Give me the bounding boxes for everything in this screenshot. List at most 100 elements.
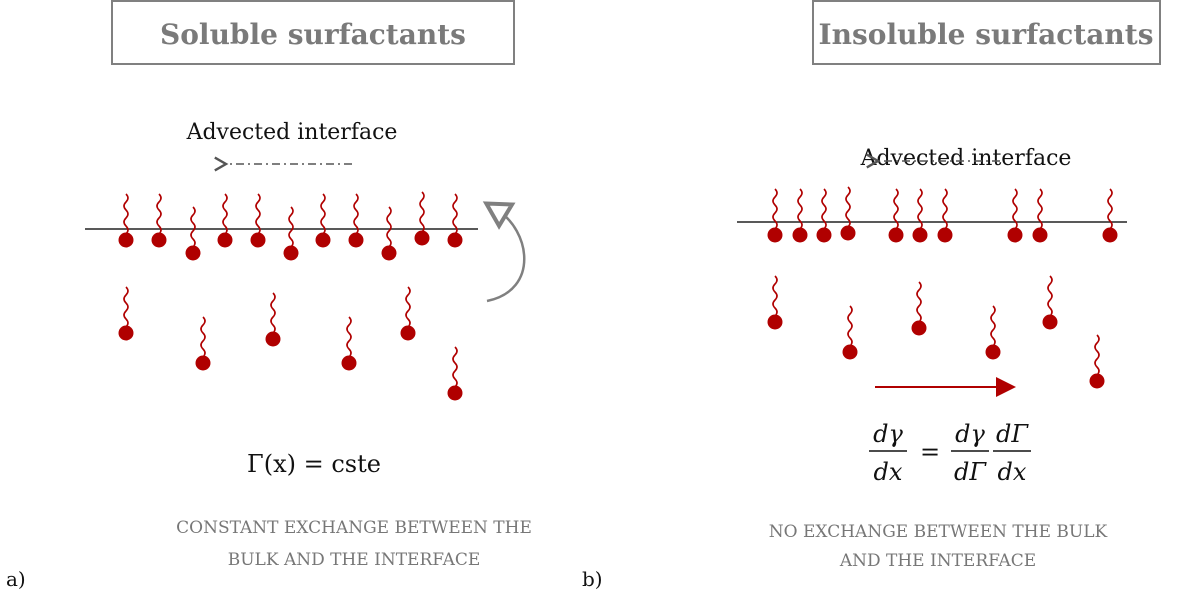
surfactant-interface-b xyxy=(912,188,928,243)
surfactant-tail xyxy=(190,206,196,248)
surfactant-head xyxy=(937,227,953,243)
title-box-insoluble xyxy=(812,0,1161,65)
surfactant-head xyxy=(985,344,1001,360)
surfactant-head xyxy=(816,227,832,243)
surfactant-head xyxy=(912,227,928,243)
surfactant-head xyxy=(341,355,357,371)
title-soluble: Soluble surfactants xyxy=(160,18,466,51)
eq-b-lhs-den: dx xyxy=(874,458,903,486)
surfactant-interface-a xyxy=(447,193,463,248)
surfactant-head xyxy=(447,385,463,401)
surfactant-tail xyxy=(893,188,899,230)
title-insoluble: Insoluble surfactants xyxy=(819,18,1154,51)
surfactant-interface-a xyxy=(414,191,430,246)
surfactant-interface-b xyxy=(767,188,783,243)
title-box-soluble xyxy=(111,0,515,65)
surfactant-tail xyxy=(917,188,923,230)
surfactant-head xyxy=(195,355,211,371)
surfactant-head xyxy=(283,245,299,261)
surfactant-head xyxy=(888,227,904,243)
surfactant-interface-b xyxy=(1102,188,1118,243)
surfactant-tail xyxy=(320,193,326,235)
surfactant-tail xyxy=(845,186,851,228)
surfactant-interface-a xyxy=(348,193,364,248)
surfactant-interface-b xyxy=(840,186,856,241)
surfactant-head xyxy=(400,325,416,341)
surfactant-tail xyxy=(123,286,129,328)
eq-b-lhs-num: dγ xyxy=(873,420,903,448)
eq-b-r1-num: dγ xyxy=(955,420,985,448)
surfactant-tail xyxy=(222,193,228,235)
subtitle-advected-a: Advected interface xyxy=(186,120,398,145)
surfactant-interface-a xyxy=(315,193,331,248)
surfactant-tail xyxy=(123,193,129,235)
surfactant-tail xyxy=(1012,188,1018,230)
eq-b-r2-den: dx xyxy=(998,458,1027,486)
surfactant-tail xyxy=(1037,188,1043,230)
eq-b-r1-den: dΓ xyxy=(954,458,987,486)
surfactant-head xyxy=(348,232,364,248)
surfactant-head xyxy=(1089,373,1105,389)
surfactant-tail xyxy=(1047,275,1053,317)
surfactant-tail xyxy=(1094,334,1100,376)
surfactant-bulk-a xyxy=(118,286,134,341)
equation-a-text: Γ(x) = cste xyxy=(247,450,381,478)
surfactant-head xyxy=(1042,314,1058,330)
surfactant-interface-b xyxy=(1032,188,1048,243)
panel-label-b: b) xyxy=(582,567,603,591)
surfactant-head xyxy=(265,331,281,347)
surfactant-interface-b xyxy=(792,188,808,243)
equation-a: Γ(x) = cste xyxy=(247,450,381,478)
surfactant-tail xyxy=(916,281,922,323)
surfactant-bulk-a xyxy=(265,292,281,347)
caption-a-line2: BULK AND THE INTERFACE xyxy=(228,550,481,570)
surfactant-tail xyxy=(353,193,359,235)
surfactant-head xyxy=(767,314,783,330)
surfactant-tail xyxy=(386,206,392,248)
surfactant-head xyxy=(792,227,808,243)
surfactant-interface-a xyxy=(185,206,201,261)
surfactant-tail xyxy=(255,193,261,235)
surfactant-head xyxy=(1007,227,1023,243)
surfactant-tail xyxy=(270,292,276,334)
surfactant-head xyxy=(118,325,134,341)
surfactant-bulk-a xyxy=(195,316,211,371)
surfactant-bulk-b xyxy=(985,305,1001,360)
surfactant-interface-b xyxy=(937,188,953,243)
caption-a-line1: CONSTANT EXCHANGE BETWEEN THE xyxy=(176,518,532,538)
surfactant-head xyxy=(118,232,134,248)
surfactant-head xyxy=(381,245,397,261)
surfactant-bulk-a xyxy=(400,286,416,341)
surfactant-bulk-b xyxy=(842,305,858,360)
surfactant-head xyxy=(315,232,331,248)
equation-b: dγ dx = dγ dΓ dΓ dx xyxy=(869,420,1031,486)
surfactant-head xyxy=(767,227,783,243)
surfactant-tail xyxy=(156,193,162,235)
surfactant-bulk-b xyxy=(1089,334,1105,389)
surfactant-interface-b xyxy=(888,188,904,243)
subtitle-advected-b: Advected interface xyxy=(860,146,1072,171)
surfactant-bulk-b xyxy=(1042,275,1058,330)
surfactant-tail xyxy=(821,188,827,230)
surfactant-interface-a xyxy=(151,193,167,248)
eq-b-equals: = xyxy=(920,438,940,466)
surfactant-tail xyxy=(405,286,411,328)
caption-b-line2: AND THE INTERFACE xyxy=(839,551,1036,571)
surfactant-head xyxy=(842,344,858,360)
surfactant-head xyxy=(250,232,266,248)
surfactant-tail xyxy=(1107,188,1113,230)
surfactant-bulk-a xyxy=(447,346,463,401)
surfactant-interface-b xyxy=(816,188,832,243)
surfactant-interface-a xyxy=(381,206,397,261)
surfactant-head xyxy=(151,232,167,248)
surfactant-head xyxy=(414,230,430,246)
surfactant-head xyxy=(840,225,856,241)
caption-b-line1: NO EXCHANGE BETWEEN THE BULK xyxy=(769,522,1108,542)
surfactant-head xyxy=(1102,227,1118,243)
surfactant-interface-a xyxy=(283,206,299,261)
surfactant-tail xyxy=(942,188,948,230)
surfactant-tail xyxy=(200,316,206,358)
surfactant-tail xyxy=(990,305,996,347)
surfactant-interface-a xyxy=(250,193,266,248)
